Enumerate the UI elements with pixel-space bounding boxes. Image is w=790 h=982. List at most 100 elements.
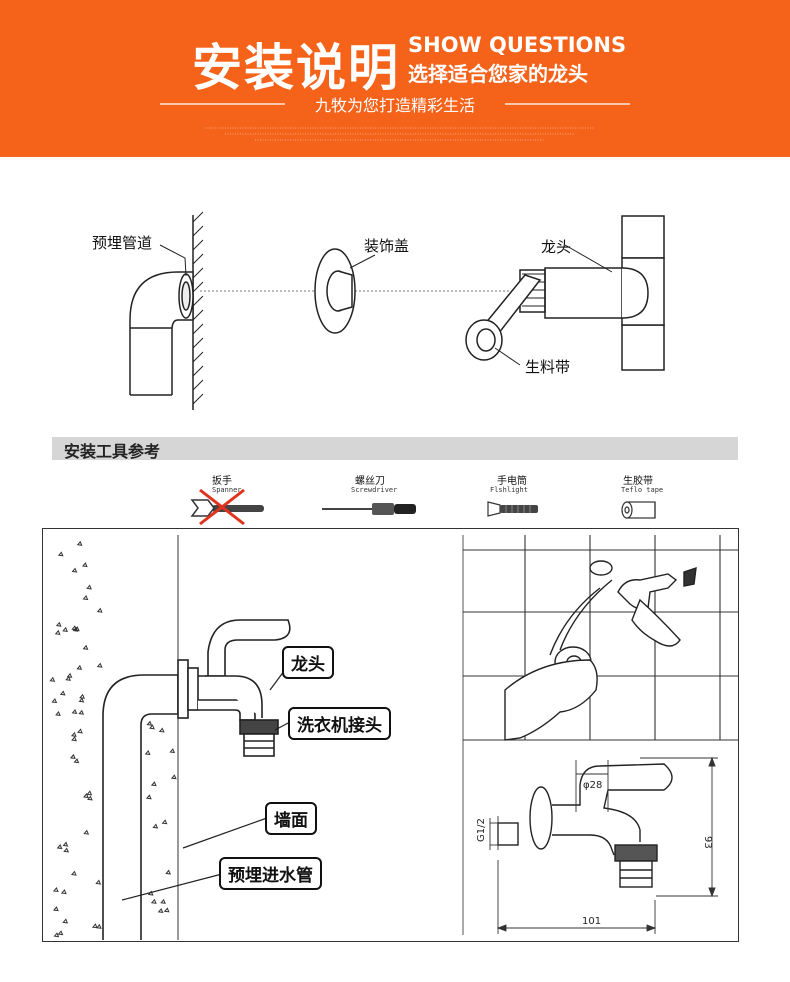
concrete-speck	[79, 693, 85, 699]
dimension-lines	[489, 756, 718, 934]
tape-leader-line	[494, 347, 521, 366]
hand-applying-tape-drawing	[504, 560, 697, 741]
tools-icons	[190, 488, 656, 526]
concrete-speck	[169, 748, 176, 754]
concrete-speck	[71, 736, 77, 742]
label-decorative-cover: 装饰盖	[364, 237, 410, 255]
faucet-drawing	[519, 215, 665, 371]
concrete-speck	[65, 675, 71, 681]
tape-icon	[621, 501, 656, 519]
adapter-callout-leader	[274, 721, 291, 731]
concrete-speck	[53, 906, 59, 912]
concrete-speck	[160, 898, 166, 904]
concrete-speck	[157, 907, 164, 914]
concrete-speck	[62, 841, 69, 847]
concrete-speck	[69, 753, 76, 759]
concrete-speck	[73, 758, 80, 764]
tool-name-wrench: 扳手	[212, 476, 232, 487]
concrete-speck	[83, 793, 89, 799]
concrete-speck	[95, 879, 102, 885]
left-faucet-drawing	[198, 619, 291, 757]
concrete-speck	[96, 662, 103, 668]
wall-drawing	[192, 211, 204, 410]
concrete-speck	[53, 932, 60, 938]
flashlight-icon	[487, 501, 538, 517]
concrete-speck	[71, 708, 78, 715]
concrete-speck	[144, 750, 151, 756]
concrete-speck	[170, 774, 177, 780]
concrete-speck	[60, 889, 67, 895]
concrete-speck	[71, 567, 78, 573]
concrete-speck	[82, 644, 89, 650]
concrete-speck	[57, 930, 64, 936]
concrete-speck	[149, 724, 155, 730]
concrete-speck	[57, 551, 64, 557]
concrete-speck	[82, 595, 89, 601]
label-embedded-pipe: 预埋管道	[92, 234, 153, 252]
label-sealing-tape: 生料带	[525, 358, 571, 376]
screwdriver-icon	[322, 503, 416, 515]
concrete-speck	[56, 844, 63, 850]
concrete-speck	[72, 626, 79, 632]
concrete-speck	[76, 664, 83, 670]
concrete-speck	[96, 607, 103, 613]
concrete-speck	[54, 629, 61, 635]
concrete-speck	[161, 819, 168, 825]
banner-subtitle: 选择适合您家的龙头	[408, 62, 588, 86]
concrete-speck	[55, 621, 62, 627]
concrete-speck	[86, 795, 93, 801]
tool-name-screwdriver: 螺丝刀	[355, 476, 385, 487]
concrete-speck	[95, 923, 102, 929]
pipe-callout-leader	[121, 873, 223, 901]
concrete-speck	[76, 540, 83, 546]
concrete-speck	[163, 907, 170, 913]
wrench-icon	[190, 488, 264, 526]
banner-title-en: SHOW QUESTIONS	[408, 33, 627, 57]
concrete-speck	[62, 626, 69, 632]
concrete-wall-texture	[49, 535, 179, 940]
concrete-speck	[86, 790, 93, 796]
faucet-dimension-drawing	[497, 763, 673, 888]
tool-name-flashlight: 手电筒	[497, 476, 527, 487]
concrete-speck	[63, 847, 70, 853]
tool-name-en-flashlight: Flshlight	[490, 486, 528, 494]
tools-section-title: 安装工具参考	[64, 442, 161, 461]
callout-wall-surface: 墙面	[265, 802, 317, 835]
callout-washing-machine-adapter: 洗衣机接头	[288, 707, 391, 740]
tools-section-header: 安装工具参考	[52, 437, 738, 461]
tool-name-tape: 生胶带	[623, 476, 653, 487]
decorative-cover-drawing	[314, 248, 356, 334]
concrete-speck	[49, 676, 56, 682]
concrete-speck	[152, 823, 159, 829]
concrete-speck	[70, 870, 77, 876]
concrete-speck	[52, 886, 59, 893]
concrete-speck	[165, 869, 172, 875]
concrete-speck	[81, 562, 88, 568]
concrete-speck	[78, 709, 85, 715]
left-embedded-pipe	[102, 659, 199, 940]
label-faucet: 龙头	[541, 238, 572, 256]
concrete-speck	[55, 710, 61, 717]
callout-embedded-inlet-pipe: 预埋进水管	[219, 857, 322, 890]
concrete-speck	[51, 698, 58, 704]
concrete-speck	[150, 781, 157, 787]
faucet-leader-line	[564, 244, 613, 273]
banner-title: 安装说明	[192, 39, 400, 97]
concrete-speck	[62, 918, 69, 924]
pipe-leader-line	[159, 244, 187, 277]
concrete-speck	[91, 923, 98, 929]
sealing-tape-drawing	[465, 274, 542, 361]
concrete-speck	[86, 584, 92, 590]
callout-faucet: 龙头	[282, 646, 334, 679]
concrete-speck	[66, 672, 73, 678]
concrete-speck	[83, 829, 90, 835]
dimension-diameter: φ28	[583, 780, 602, 791]
top-diagram	[129, 211, 665, 410]
wall-callout-leader	[182, 817, 268, 849]
tool-name-en-tape: Teflo tape	[621, 486, 664, 494]
cover-leader-line	[349, 254, 376, 269]
concrete-speck	[70, 731, 77, 737]
banner-slogan: 九牧为您打造精彩生活	[314, 96, 475, 115]
concrete-speck	[77, 728, 83, 734]
